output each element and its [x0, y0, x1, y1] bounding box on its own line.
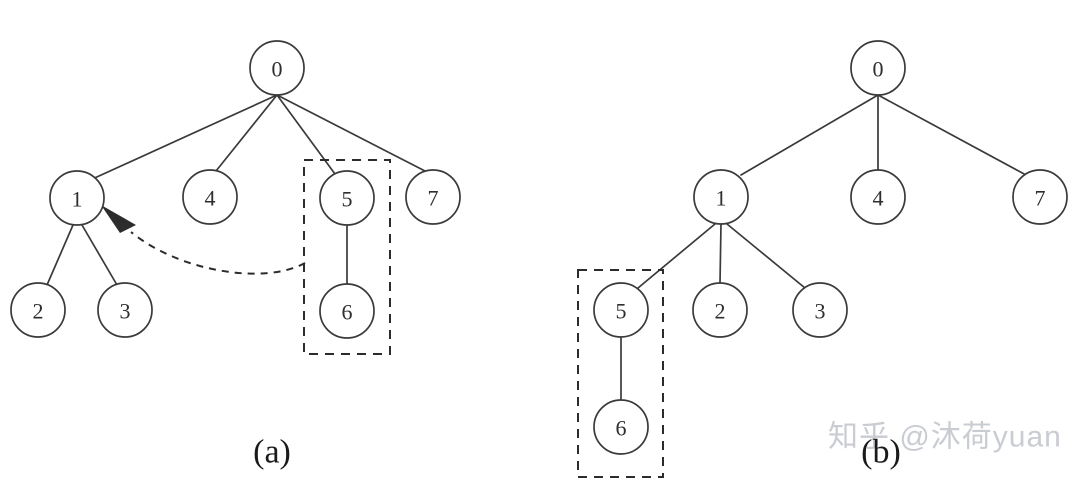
panel-a-edges	[46, 94, 426, 286]
node-1-circle	[49, 170, 105, 226]
panel-a: 0 1 4 5 7	[10, 40, 461, 471]
watermark-label: 知乎 @沐荷yuan	[828, 421, 1062, 454]
edge-1-2	[719, 223, 722, 284]
edge-0-7	[877, 94, 1027, 176]
node-6-circle	[319, 283, 375, 339]
node-4[interactable]: 4	[850, 169, 906, 225]
edge-0-7	[276, 94, 426, 172]
node-6-circle	[593, 399, 649, 455]
node-4-label: 4	[205, 186, 216, 211]
node-1[interactable]: 1	[49, 170, 105, 226]
node-2[interactable]: 2	[692, 282, 748, 338]
node-6[interactable]: 6	[593, 399, 649, 455]
node-7[interactable]: 7	[405, 169, 461, 225]
subtree-group-box	[303, 159, 391, 355]
node-5[interactable]: 5	[319, 170, 375, 226]
node-3-circle	[792, 282, 848, 338]
node-2-circle	[692, 282, 748, 338]
panel-a-nodes: 0 1 4 5 7	[10, 40, 461, 339]
panel-b: 0 1 4 7 5	[577, 40, 1068, 478]
node-6-label: 6	[616, 416, 627, 441]
node-7-circle	[1012, 169, 1068, 225]
node-5[interactable]: 5	[593, 282, 649, 338]
edge-0-1	[740, 94, 879, 176]
node-1[interactable]: 1	[693, 169, 749, 225]
subtree-group-box	[577, 269, 664, 478]
edge-0-5	[276, 94, 336, 175]
node-7-label: 7	[428, 186, 439, 211]
panel-b-nodes: 0 1 4 7 5	[593, 40, 1068, 455]
edge-0-1	[87, 94, 278, 182]
move-arrow-head-icon	[101, 205, 136, 233]
node-3[interactable]: 3	[792, 282, 848, 338]
edge-1-5	[637, 223, 716, 289]
edge-0-4	[215, 94, 278, 172]
node-7[interactable]: 7	[1012, 169, 1068, 225]
node-1-circle	[693, 169, 749, 225]
node-5-circle	[593, 282, 649, 338]
node-4-label: 4	[873, 186, 884, 211]
move-arrow-curve	[130, 231, 306, 275]
node-4[interactable]: 4	[182, 169, 238, 225]
node-3-label: 3	[815, 299, 826, 324]
node-3-label: 3	[120, 299, 131, 324]
node-4-circle	[182, 169, 238, 225]
node-3[interactable]: 3	[97, 282, 153, 338]
node-5-circle	[319, 170, 375, 226]
edge-1-2	[46, 224, 74, 286]
node-6-label: 6	[342, 300, 353, 325]
node-0-circle	[249, 40, 305, 96]
node-2-label: 2	[33, 299, 44, 324]
node-0[interactable]: 0	[249, 40, 305, 96]
edge-1-3	[81, 224, 118, 286]
edge-1-3	[726, 223, 806, 289]
node-2[interactable]: 2	[10, 282, 66, 338]
node-0[interactable]: 0	[850, 40, 906, 96]
node-1-label: 1	[716, 186, 727, 211]
node-7-circle	[405, 169, 461, 225]
node-7-label: 7	[1035, 186, 1046, 211]
panel-b-edges	[620, 94, 1027, 401]
node-0-label: 0	[272, 57, 283, 82]
node-1-label: 1	[72, 187, 83, 212]
node-5-label: 5	[616, 299, 627, 324]
subtree-move-arrow	[101, 205, 306, 275]
panel-a-caption: (a)	[253, 434, 291, 471]
node-0-label: 0	[873, 57, 884, 82]
node-2-label: 2	[715, 299, 726, 324]
node-4-circle	[850, 169, 906, 225]
panel-b-caption: (b)	[861, 434, 901, 471]
node-6[interactable]: 6	[319, 283, 375, 339]
node-3-circle	[97, 282, 153, 338]
node-5-label: 5	[342, 187, 353, 212]
node-0-circle	[850, 40, 906, 96]
node-2-circle	[10, 282, 66, 338]
